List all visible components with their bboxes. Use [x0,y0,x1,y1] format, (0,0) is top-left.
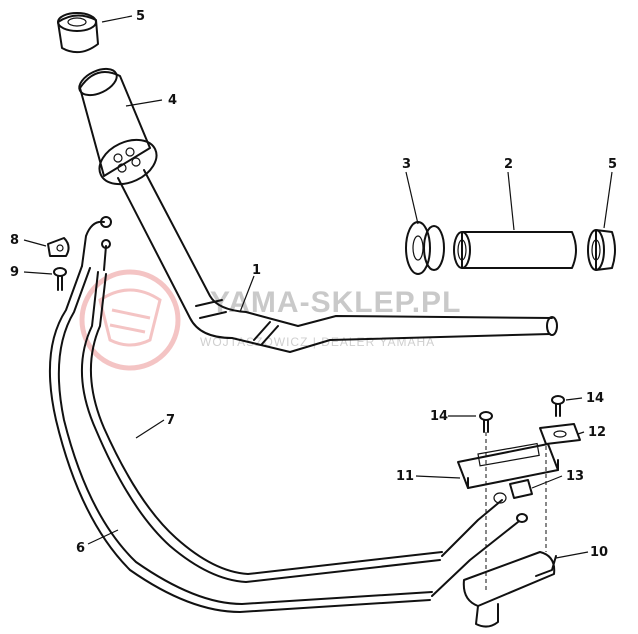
callout-2: 2 [504,157,513,172]
callout-13: 13 [566,469,584,484]
watermark-logo [79,269,181,371]
part-13-block [509,479,533,499]
part-9-screw [53,267,67,291]
part-3-collar [405,221,445,275]
callout-14-right: 14 [586,391,604,406]
part-2-grip [453,231,577,269]
callout-7: 7 [166,413,175,428]
part-8-cable-clamp [47,237,70,257]
callout-3: 3 [402,157,411,172]
part-4-grip [78,67,158,186]
assembly-lines [485,432,547,590]
part-10-housing-lower [462,492,557,628]
part-5-end-cap-top [57,12,99,54]
callout-8: 8 [10,233,19,248]
callout-5-top: 5 [136,9,145,24]
part-11-housing-upper [457,442,559,489]
callout-6: 6 [76,541,85,556]
part-1-handlebar [117,169,558,353]
callout-12: 12 [588,425,606,440]
callout-9: 9 [10,265,19,280]
callout-labels: 5 4 3 2 5 1 8 9 7 6 14 14 12 11 13 10 [10,9,617,560]
part-7-throttle-cable [80,239,503,583]
callout-14-left: 14 [430,409,448,424]
part-6-throttle-cable [48,216,528,613]
callout-4: 4 [168,93,177,108]
part-12-plate [539,423,581,445]
part-14-screw-left [479,411,493,433]
part-5-end-cap-right [587,229,616,271]
callout-10: 10 [590,545,608,560]
callout-11: 11 [396,469,414,484]
watermark: YAMA-SKLEP.PL WOJTASZOWICZ | DEALER YAMA… [79,269,460,371]
callout-1: 1 [252,263,261,278]
callout-5-right: 5 [608,157,617,172]
leader-lines [23,15,613,559]
part-14-screw-right [551,395,565,417]
